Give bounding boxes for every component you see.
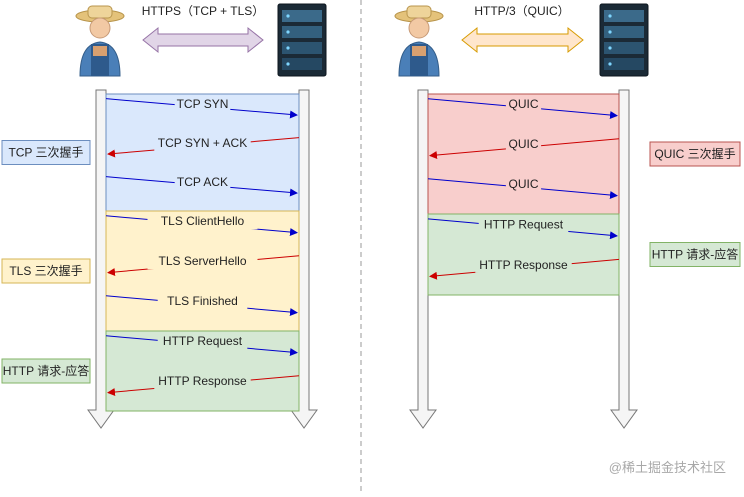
phase-label-text: TCP 三次握手 — [8, 145, 83, 160]
phase-label-box — [1, 140, 91, 165]
phase-label-box — [1, 258, 91, 284]
watermark: @稀土掘金技术社区 — [609, 460, 726, 475]
left-phases: TCP SYN TCP SYN + ACK TCP ACK TLS ClientHel… — [105, 93, 300, 412]
message-label: TLS ServerHello — [158, 254, 246, 268]
message-label: HTTP Request — [163, 334, 243, 348]
message-label-bg — [174, 174, 231, 190]
client-person-icon-right — [394, 5, 444, 77]
left-protocol-label: HTTPS（TCP + TLS） — [142, 4, 265, 18]
right-server-lifeline — [610, 89, 638, 429]
right-message-0-2: QUIC — [427, 177, 618, 199]
message-label-bg — [174, 96, 231, 112]
left-header: HTTPS（TCP + TLS） — [75, 3, 327, 77]
message-label: HTTP Response — [479, 258, 568, 272]
right-phase-label-0: QUIC 三次握手 — [649, 141, 741, 167]
left-message-1-0: TLS ClientHello — [105, 214, 298, 236]
phase-label-text: HTTP 请求-应答 — [652, 247, 738, 262]
right-protocol-arrow — [461, 26, 584, 54]
phase-box — [105, 210, 300, 332]
phase-box — [427, 93, 620, 215]
message-label: TLS ClientHello — [161, 214, 245, 228]
right-header: HTTP/3（QUIC） — [394, 3, 649, 77]
left-message-0-0: TCP SYN — [105, 96, 298, 119]
left-message-1-2: TLS Finished — [105, 294, 298, 316]
right-message-1-0: HTTP Request — [427, 217, 618, 240]
message-label-bg — [154, 135, 251, 151]
phase-label-box — [649, 242, 741, 267]
message-label: HTTP Response — [158, 374, 247, 388]
right-phase-label-1: HTTP 请求-应答 — [649, 242, 741, 267]
left-message-0-1: TCP SYN + ACK — [107, 135, 300, 158]
message-label-bg — [157, 334, 248, 350]
message-label: TLS Finished — [167, 294, 238, 308]
left-message-2-1: HTTP Response — [107, 374, 300, 396]
phase-label-text: QUIC 三次握手 — [654, 146, 735, 161]
left-phase-label-1: TLS 三次握手 — [1, 258, 91, 284]
message-label: HTTP Request — [484, 217, 564, 231]
message-label-bg — [147, 214, 258, 230]
left-server-icon — [277, 3, 327, 77]
left-message-0-2: TCP ACK — [105, 174, 298, 197]
left-phase-labels: TCP 三次握手 TLS 三次握手 HTTP 请求-应答 — [1, 140, 91, 384]
right-phase-labels: QUIC 三次握手 HTTP 请求-应答 — [649, 141, 741, 267]
message-label: TCP SYN + ACK — [158, 136, 247, 150]
message-label-bg — [505, 177, 542, 193]
phase-label-box — [1, 358, 91, 384]
message-label-bg — [478, 217, 569, 233]
message-label: TCP ACK — [177, 175, 228, 189]
phase-label-text: HTTP 请求-应答 — [3, 363, 89, 378]
left-phase-label-2: HTTP 请求-应答 — [1, 358, 91, 384]
right-phase-0: QUIC QUIC QUIC — [427, 93, 620, 215]
left-phase-0: TCP SYN TCP SYN + ACK TCP ACK — [105, 93, 300, 212]
message-label-bg — [147, 254, 258, 270]
right-server-icon — [599, 3, 649, 77]
right-message-0-1: QUIC — [429, 137, 620, 159]
phase-label-box — [649, 141, 741, 167]
message-label-bg — [505, 137, 542, 153]
message-label-bg — [475, 257, 572, 273]
client-person-icon — [75, 5, 125, 77]
message-label-bg — [154, 374, 251, 390]
message-label: TCP SYN — [177, 97, 229, 111]
message-label-bg — [505, 97, 542, 113]
message-label: QUIC — [509, 137, 539, 151]
phase-label-text: TLS 三次握手 — [9, 263, 82, 278]
left-message-1-1: TLS ServerHello — [107, 254, 300, 276]
right-protocol-label: HTTP/3（QUIC） — [474, 4, 569, 18]
message-label: QUIC — [509, 97, 539, 111]
message-label: QUIC — [509, 177, 539, 191]
left-message-2-0: HTTP Request — [105, 334, 298, 356]
message-label-bg — [157, 294, 248, 310]
right-message-1-1: HTTP Response — [429, 257, 620, 280]
right-message-0-0: QUIC — [427, 97, 618, 119]
left-phase-label-0: TCP 三次握手 — [1, 140, 91, 165]
left-protocol-arrow — [142, 26, 264, 54]
